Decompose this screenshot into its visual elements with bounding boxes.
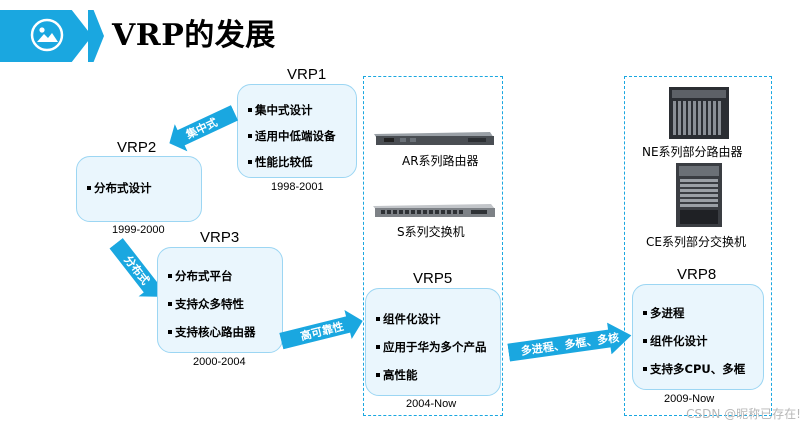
switch-device-icon <box>373 204 495 217</box>
vrp5-year: 2004-Now <box>406 398 457 410</box>
ar-router-label: AR系列路由器 <box>402 154 479 168</box>
ce-switch-label: CE系列部分交换机 <box>646 235 746 249</box>
vrp8-item: 多进程 <box>643 299 757 327</box>
vrp1-item: 性能比较低 <box>248 149 350 175</box>
vrp1-item: 适用中低端设备 <box>248 123 350 149</box>
vrp2-year: 1999-2000 <box>112 224 165 236</box>
vrp8-devices-container <box>624 76 772 416</box>
image-icon <box>30 18 64 52</box>
vrp5-devices-container <box>363 76 503 416</box>
s-switch-label: S系列交换机 <box>397 225 465 239</box>
vrp3-item: 分布式平台 <box>168 262 276 290</box>
vrp2-label: VRP2 <box>117 139 157 156</box>
vrp5-item: 组件化设计 <box>376 305 494 333</box>
vrp5-item: 高性能 <box>376 361 494 389</box>
vrp3-item: 支持核心路由器 <box>168 318 276 346</box>
vrp1-box: 集中式设计 适用中低端设备 性能比较低 <box>237 84 357 178</box>
vrp8-item: 组件化设计 <box>643 327 757 355</box>
page-title: VRP的发展 <box>112 18 276 53</box>
vrp2-box: 分布式设计 <box>76 156 202 222</box>
arrow-high-reliability-label: 高可靠性 <box>299 319 346 344</box>
header-chevron <box>88 10 104 62</box>
ne-router-label: NE系列部分路由器 <box>642 145 743 159</box>
watermark: CSDN @昵称已存在! <box>686 407 801 421</box>
vrp5-label: VRP5 <box>413 270 453 287</box>
vrp8-year: 2009-Now <box>664 393 715 405</box>
vrp5-item: 应用于华为多个产品 <box>376 333 494 361</box>
vrp8-box: 多进程 组件化设计 支持多CPU、多框 <box>632 284 764 390</box>
vrp3-item: 支持众多特性 <box>168 290 276 318</box>
vrp3-year: 2000-2004 <box>193 356 246 368</box>
arrow-multiprocess-label: 多进程、多框、多核 <box>520 331 620 358</box>
vrp3-box: 分布式平台 支持众多特性 支持核心路由器 <box>157 247 283 353</box>
arrow-centralized-label: 集中式 <box>184 115 220 142</box>
vrp1-item: 集中式设计 <box>248 97 350 123</box>
vrp3-label: VRP3 <box>200 229 240 246</box>
arrow-distributed-label: 分布式 <box>121 253 152 288</box>
router-device-icon <box>374 132 494 145</box>
vrp8-label: VRP8 <box>677 266 717 283</box>
vrp8-item: 支持多CPU、多框 <box>643 355 757 383</box>
arrow-multiprocess: 多进程、多框、多核 <box>506 320 633 369</box>
vrp1-label: VRP1 <box>287 66 327 83</box>
ce-switch-chassis-icon <box>676 163 722 227</box>
vrp2-item: 分布式设计 <box>87 175 195 201</box>
vrp5-box: 组件化设计 应用于华为多个产品 高性能 <box>365 288 501 396</box>
arrow-centralized: 集中式 <box>163 99 241 157</box>
vrp1-year: 1998-2001 <box>271 181 324 193</box>
ne-router-chassis-icon <box>669 87 729 139</box>
arrow-high-reliability: 高可靠性 <box>278 306 367 355</box>
